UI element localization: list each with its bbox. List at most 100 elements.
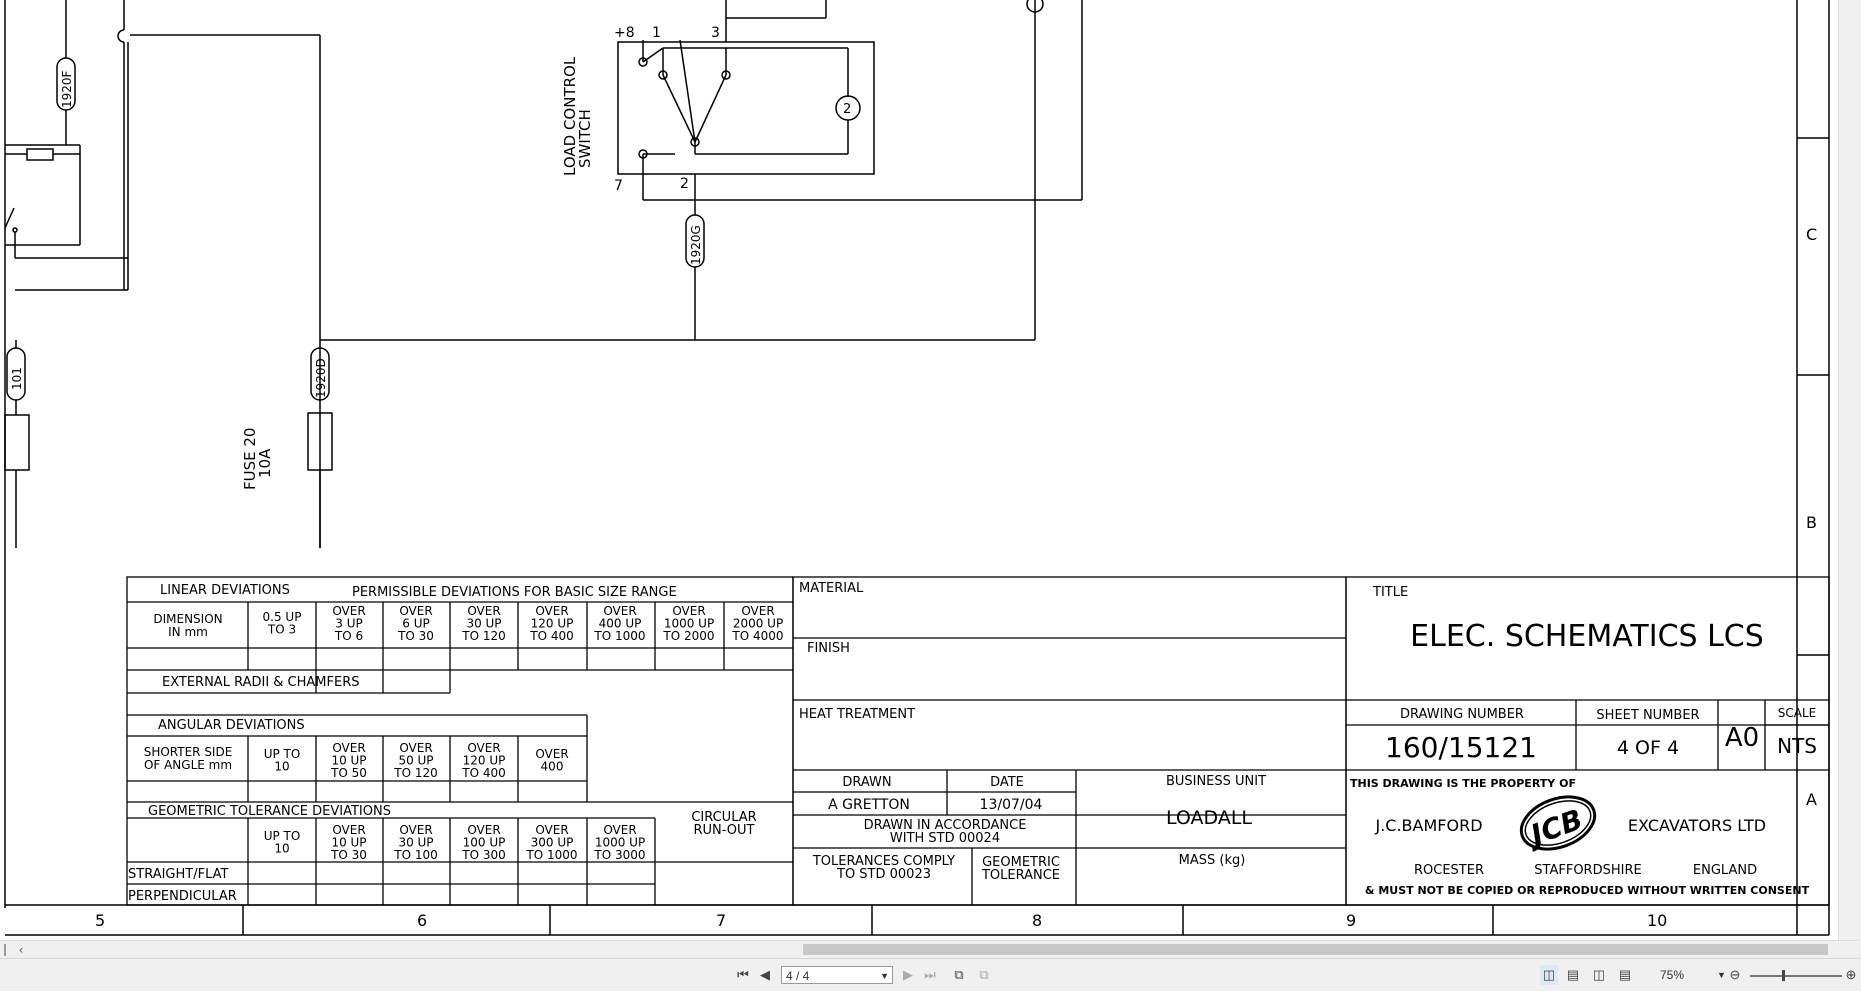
geometric-col-4-line-1: 300 UP (531, 836, 574, 850)
zone-letter-A: A (1806, 790, 1817, 809)
schematic-page: LOAD CONTROL SWITCH FUSE 20 10A +8 1 3 7… (4, 0, 1830, 936)
geometric-col-1-line-2: TO 30 (330, 848, 367, 862)
location-county: STAFFORDSHIRE (1534, 863, 1641, 878)
zoom-in-icon[interactable]: ⊕ (1845, 967, 1857, 982)
zone-number-8: 8 (1032, 911, 1042, 930)
sheet-number-value: 4 OF 4 (1617, 737, 1679, 759)
label-switch: SWITCH (576, 109, 594, 168)
wire-101-label: 101 (10, 367, 24, 390)
linear-col-7-line-0: OVER (741, 604, 774, 618)
zoom-slider[interactable] (1750, 970, 1842, 981)
next-page-icon[interactable]: ▶ (903, 967, 913, 982)
drawn-label: DRAWN (842, 775, 891, 790)
wire-1920F-label: 1920F (60, 70, 74, 108)
linear-col-0-line-1: TO 3 (267, 623, 296, 637)
linear-col-0-line-0: 0.5 UP (263, 610, 302, 624)
runout-label: RUN-OUT (693, 823, 754, 838)
geometric-deviations-label: GEOMETRIC TOLERANCE DEVIATIONS (148, 804, 391, 819)
wire-marker-1920D (310, 347, 330, 401)
linear-col-3-line-2: TO 120 (461, 629, 506, 643)
angular-deviations-label: ANGULAR DEVIATIONS (158, 718, 305, 733)
geometric-col-3-line-0: OVER (467, 823, 500, 837)
last-page-icon[interactable]: ⏭ (924, 967, 936, 982)
zone-letter-C: C (1806, 225, 1817, 244)
geometric-col-3-line-2: TO 300 (461, 848, 506, 862)
drawing-title: ELEC. SCHEMATICS LCS (1410, 619, 1764, 654)
geometric-tolerance-label: GEOMETRIC (982, 855, 1060, 870)
geometric-tolerance-label-2: TOLERANCE (981, 868, 1060, 883)
drawing-number-label: DRAWING NUMBER (1400, 707, 1524, 722)
linear-col-4-line-2: TO 400 (529, 629, 574, 643)
perpendicular-label: PERPENDICULAR (128, 889, 237, 904)
zoom-out-icon[interactable]: ⊖ (1729, 967, 1741, 982)
geometric-col-0-line-0: UP TO (264, 829, 301, 843)
angular-col-3-line-2: TO 400 (461, 766, 506, 780)
scroll-left-icon[interactable]: ‹ (18, 943, 24, 957)
linear-col-6-line-2: TO 2000 (662, 629, 714, 643)
geometric-col-5-line-1: 1000 UP (595, 836, 645, 850)
scrollbar-thumb[interactable] (803, 944, 1828, 955)
linear-col-4-line-1: 120 UP (531, 617, 574, 631)
previous-page-icon[interactable]: ◀ (760, 967, 770, 982)
linear-col-2-line-0: OVER (399, 604, 432, 618)
zone-number-5: 5 (95, 911, 105, 930)
continuous-view-icon[interactable]: ▤ (1566, 967, 1580, 982)
horizontal-scrollbar[interactable]: ‹ (0, 940, 1861, 959)
zone-letter-B: B (1806, 513, 1817, 532)
vertical-scrollbar[interactable] (1838, 0, 1861, 940)
sheet-number-label: SHEET NUMBER (1596, 708, 1699, 723)
circle-2-label: 2 (843, 102, 851, 117)
geometric-col-0-line-1: 10 (274, 842, 289, 856)
angular-col-2-line-2: TO 120 (393, 766, 438, 780)
pin-2: 2 (680, 176, 689, 192)
scale-label: SCALE (1778, 706, 1816, 720)
zoom-dropdown-icon[interactable]: ▼ (1717, 970, 1726, 980)
zoom-level[interactable]: 75% (1660, 968, 1685, 982)
zone-number-6: 6 (417, 911, 427, 930)
insert-page-icon[interactable]: ⧉ (954, 967, 964, 982)
angular-col-4-line-0: OVER (535, 747, 568, 761)
two-page-continuous-icon[interactable]: ▤ (1618, 967, 1632, 982)
zoom-slider-knob[interactable] (1782, 970, 1785, 981)
linear-col-7-line-2: TO 4000 (731, 629, 783, 643)
zone-number-7: 7 (716, 911, 726, 930)
linear-col-4-line-0: OVER (535, 604, 568, 618)
linear-col-5-line-2: TO 1000 (593, 629, 645, 643)
company-name-left: J.C.BAMFORD (1374, 816, 1482, 835)
switch-circle-2 (835, 95, 861, 121)
wire-1920G-label: 1920G (689, 225, 703, 265)
drawing-number-value: 160/15121 (1385, 731, 1537, 764)
schematic-drawing: LOAD CONTROL SWITCH FUSE 20 10A +8 1 3 7… (4, 0, 1830, 936)
business-unit-label: BUSINESS UNIT (1166, 774, 1266, 789)
date-label: DATE (990, 775, 1024, 790)
geometric-col-2-line-0: OVER (399, 823, 432, 837)
dimension-label: DIMENSION (153, 612, 222, 626)
angular-col-3-line-0: OVER (467, 741, 500, 755)
linear-col-2-line-1: 6 UP (402, 617, 429, 631)
drawn-accordance-std: WITH STD 00024 (890, 831, 1000, 846)
geometric-col-2-line-2: TO 100 (393, 848, 438, 862)
linear-col-5-line-0: OVER (603, 604, 636, 618)
page-dropdown-icon[interactable]: ▼ (880, 971, 889, 981)
linear-col-2-line-2: TO 30 (397, 629, 434, 643)
linear-col-5-line-1: 400 UP (599, 617, 642, 631)
extract-page-icon[interactable]: ⧉ (979, 967, 989, 982)
shorter-side-label: SHORTER SIDE (144, 745, 233, 759)
pin-1: 1 (652, 25, 661, 41)
viewer-status-bar: ⏮ ◀ 4 / 4 ▼ ▶ ⏭ ⧉ ⧉ ◫ ▤ ◫ ▤ 75% ▼ ⊖ ⊕ (0, 958, 1861, 991)
drawn-accordance-label: DRAWN IN ACCORDANCE (864, 818, 1027, 833)
pin-plus8: +8 (614, 25, 635, 41)
single-page-view-icon[interactable]: ◫ (1540, 965, 1558, 985)
first-page-icon[interactable]: ⏮ (737, 967, 749, 982)
angular-col-0-line-0: UP TO (264, 747, 301, 761)
page-number-field[interactable]: 4 / 4 ▼ (781, 966, 893, 984)
external-radii-label: EXTERNAL RADII & CHAMFERS (162, 675, 360, 690)
angular-col-1-line-2: TO 50 (330, 766, 367, 780)
drawn-by-value: A GRETTON (828, 797, 910, 813)
geometric-col-3-line-1: 100 UP (463, 836, 506, 850)
two-page-view-icon[interactable]: ◫ (1592, 967, 1606, 982)
linear-col-1-line-0: OVER (332, 604, 365, 618)
